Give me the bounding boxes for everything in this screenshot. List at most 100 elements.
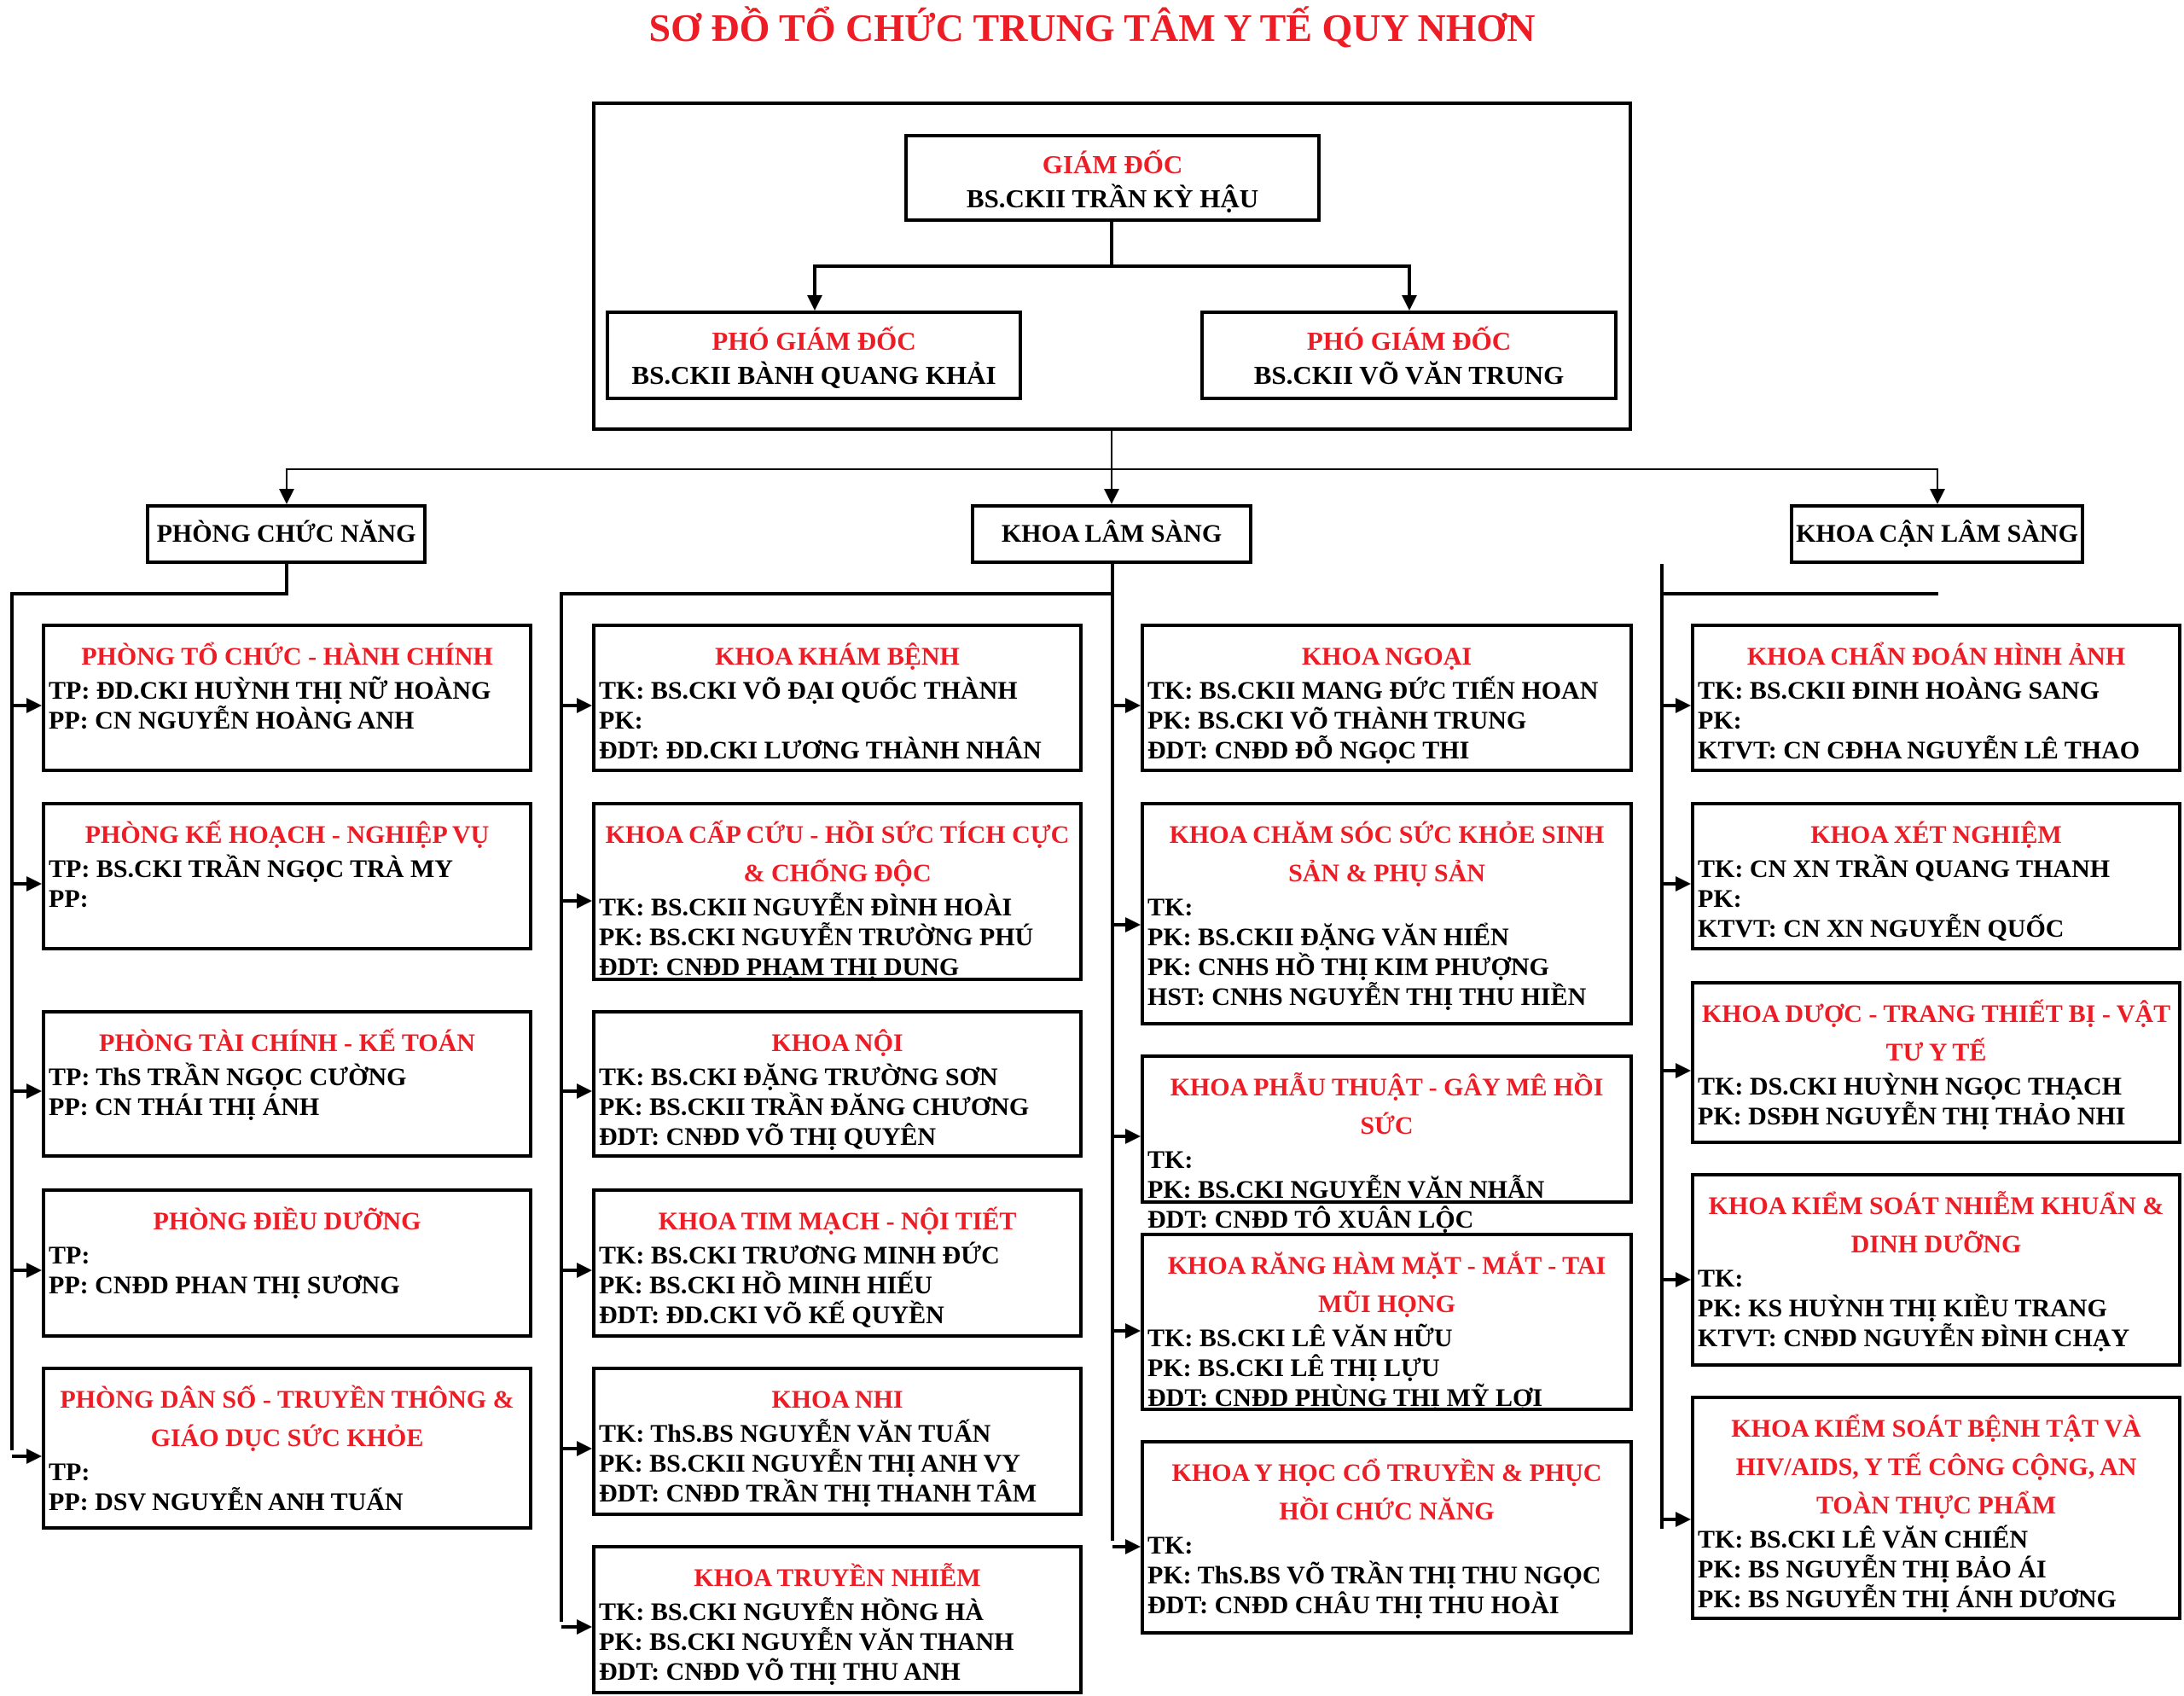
department-box: KHOA DƯỢC - TRANG THIẾT BỊ - VẬT TƯ Y TẾ… [1691,981,2181,1144]
arrow-head-icon [1125,1129,1141,1144]
chart-title: SƠ ĐỒ TỔ CHỨC TRUNG TÂM Y TẾ QUY NHƠN [648,6,1536,49]
department-box: KHOA CẤP CỨU - HỒI SỨC TÍCH CỰC & CHỐNG … [592,802,1083,981]
connector-line [1660,592,1664,1529]
staff-line: ĐDT: CNĐD PHẠM THỊ DUNG [599,953,960,981]
connector-line [1937,468,1938,491]
connector-line [12,882,30,886]
arrow-head-icon [577,698,592,713]
connector-line [1662,882,1679,886]
department-name: KHOA TIM MẠCH - NỘI TIẾT [658,1207,1017,1235]
staff-line: PK: BS.CKII TRẦN ĐĂNG CHƯƠNG [599,1093,1030,1121]
arrow-head-icon [577,893,592,909]
connector-line [286,468,288,491]
staff-line: PK: BS.CKII NGUYỄN THỊ ANH VY [599,1449,1020,1478]
staff-line: ĐDT: CNĐD TRẦN THỊ THANH TÂM [599,1479,1037,1507]
department-name: KHOA PHẪU THUẬT - GÂY MÊ HỒI SỨC [1170,1073,1604,1140]
staff-line: PK: BS.CKI HỒ MINH HIẾU [599,1271,932,1299]
staff-line: ĐDT: CNĐD VÕ THỊ QUYÊN [599,1123,937,1151]
connector-line [813,264,816,297]
arrow-head-icon [26,1449,42,1464]
arrow-head-icon [1125,1323,1141,1339]
director-name: BS.CKII TRẦN KỲ HẬU [966,183,1259,213]
staff-line: TK: BS.CKII MANG ĐỨC TIẾN HOAN [1147,677,1599,705]
arrow-head-icon [1676,698,1691,713]
staff-line: ĐDT: CNĐD PHÙNG THỊ MỸ LỢI [1147,1384,1543,1412]
staff-line: TK: [1147,893,1194,921]
arrow-head-icon [1676,1512,1691,1527]
department-name: PHÒNG TỔ CHỨC - HÀNH CHÍNH [81,642,493,671]
connector-line [561,704,580,707]
department-name: KHOA NHI [771,1385,903,1414]
department-name: KHOA CHẨN ĐOÁN HÌNH ẢNH [1746,642,2126,671]
department-name: KHOA Y HỌC CỔ TRUYỀN & PHỤC HỒI CHỨC NĂN… [1171,1459,1602,1525]
staff-line: ĐDT: CNĐD TÔ XUÂN LỘC [1147,1205,1474,1234]
staff-line: TK: BS.CKII ĐINH HOÀNG SANG [1698,677,2100,705]
staff-line: PK: BS.CKI LÊ THỊ LỰU [1147,1354,1440,1382]
staff-line: TK: [1147,1146,1194,1174]
department-name: KHOA DƯỢC - TRANG THIẾT BỊ - VẬT TƯ Y TẾ [1701,1000,2171,1066]
staff-line: ĐDT: CNĐD ĐỖ NGỌC THI [1147,736,1470,764]
staff-line: TK: BS.CKI VÕ ĐẠI QUỐC THÀNH [599,677,1018,705]
staff-line: HST: CNHS NGUYỄN THỊ THU HIỀN [1147,983,1587,1011]
department-name: KHOA KHÁM BỆNH [715,642,960,671]
staff-line: TK: ThS.BS NGUYỄN VĂN TUẤN [599,1420,991,1448]
staff-line: ĐDT: ĐD.CKI VÕ KẾ QUYỀN [599,1301,944,1329]
connector-line [12,704,30,707]
staff-line: KTVT: CN CĐHA NGUYỄN LÊ THAO [1698,736,2140,764]
connector-line [10,592,288,595]
staff-line: ĐDT: ĐD.CKI LƯƠNG THÀNH NHÂN [599,736,1042,764]
staff-line: TK: [1698,1264,1744,1292]
arrow-head-icon [1125,698,1141,713]
staff-line: TK: BS.CKI NGUYỄN HỒNG HÀ [599,1598,984,1626]
department-name: KHOA XÉT NGHIỆM [1810,821,2062,849]
arrow-head-icon [577,1619,592,1635]
department-name: KHOA TRUYỀN NHIỄM [694,1564,981,1592]
staff-line: PK: BS.CKI VÕ THÀNH TRUNG [1147,706,1527,735]
connector-line [1112,923,1129,926]
department-box: PHÒNG DÂN SỐ - TRUYỀN THÔNG & GIÁO DỤC S… [42,1367,532,1530]
connector-line [1111,468,1112,491]
connector-line [1112,1329,1129,1333]
staff-line: TK: BS.CKI TRƯƠNG MINH ĐỨC [599,1241,1000,1269]
arrow-head-icon [26,1263,42,1278]
connector-line [12,1269,30,1272]
staff-line: PK: CNHS HỒ THỊ KIM PHƯỢNG [1147,953,1549,981]
arrow-head-icon [1676,1272,1691,1287]
staff-line: PP: CNĐD PHAN THỊ SƯƠNG [49,1271,400,1299]
department-box: KHOA CHẨN ĐOÁN HÌNH ẢNH TK: BS.CKII ĐINH … [1691,624,2181,772]
arrow-head-icon [577,1441,592,1456]
department-box: KHOA KIỂM SOÁT BỆNH TẬT VÀ HIV/AIDS, Y T… [1691,1396,2181,1620]
department-box: KHOA NGOẠI TK: BS.CKII MANG ĐỨC TIẾN HOAN… [1141,624,1633,772]
connector-line [561,1269,580,1272]
arrow-head-icon [807,295,822,311]
staff-line: TK: BS.CKII NGUYỄN ĐÌNH HOÀI [599,893,1013,921]
connector-line [12,1089,30,1093]
leadership-frame [592,102,1632,431]
department-name: KHOA NGOẠI [1301,642,1472,671]
arrow-head-icon [577,1263,592,1278]
connector-line [1110,222,1113,268]
arrow-head-icon [1676,1063,1691,1078]
connector-line [1112,704,1129,707]
staff-line: PK: [1698,706,1742,735]
staff-line: TP: [49,1241,90,1269]
department-name: KHOA RĂNG HÀM MẶT - MẮT - TAI MŨI HỌNG [1167,1252,1606,1318]
staff-line: PP: [49,885,89,913]
connector-line [1662,1069,1679,1072]
director-box: GIÁM ĐỐC BS.CKII TRẦN KỲ HẬU [904,134,1321,222]
staff-line: PK: BS NGUYỄN THỊ BẢO ÁI [1698,1555,2047,1583]
staff-line: TP: ĐD.CKI HUỲNH THỊ NỮ HOÀNG [49,677,491,705]
department-box: KHOA Y HỌC CỔ TRUYỀN & PHỤC HỒI CHỨC NĂN… [1141,1440,1633,1635]
category-clinical-departments: KHOA LÂM SÀNG [971,504,1252,564]
staff-line: PK: BS.CKI NGUYỄN VĂN THANH [599,1628,1014,1656]
connector-line [813,264,1411,268]
connector-line [12,1455,30,1458]
arrow-head-icon [1676,876,1691,892]
staff-line: TK: [1147,1531,1194,1560]
staff-line: PK: BS.CKII ĐẶNG VĂN HIỂN [1147,923,1509,951]
staff-line: PK: [599,706,643,735]
staff-line: TK: CN XN TRẦN QUANG THANH [1698,855,2111,883]
category-functional-offices: PHÒNG CHỨC NĂNG [146,504,427,564]
